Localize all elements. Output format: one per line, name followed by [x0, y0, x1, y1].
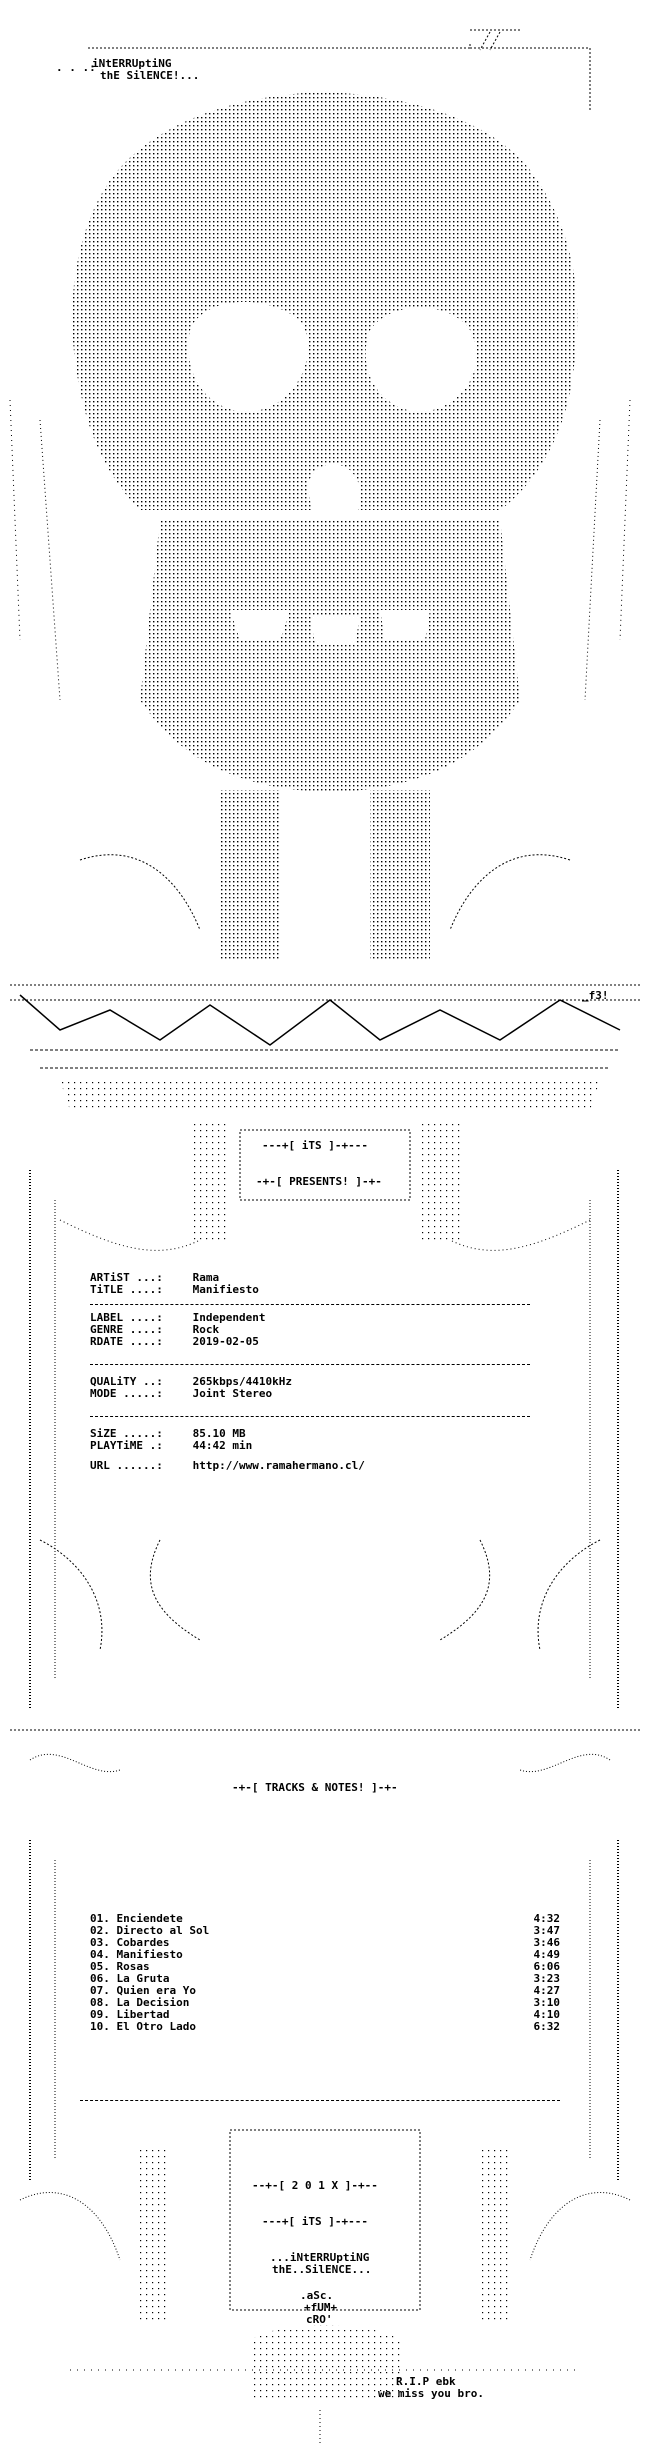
track-number: 09. [90, 2008, 110, 2021]
track-time: 3:46 [533, 1936, 561, 1949]
track-number: 10. [90, 2020, 110, 2033]
track-time: 4:27 [533, 1984, 561, 1997]
track-row: 02. Directo al Sol 3:47 [90, 1925, 560, 1937]
presents-label: -+-[ PRESENTS! ]-+- [256, 1175, 382, 1188]
info-label-value: Independent [192, 1311, 266, 1324]
info-size: SiZE .....: 85.10 MB [90, 1428, 246, 1440]
info-playtime: PLAYTiME .: 44:42 min [90, 1440, 252, 1452]
tracklist: 01. Enciendete 4:32 02. Directo al Sol 3:4… [90, 1913, 560, 2043]
track-number: 07. [90, 1984, 110, 1997]
track-number: 04. [90, 1948, 110, 1961]
track-number: 05. [90, 1960, 110, 1973]
info-artist-value: Rama [192, 1271, 220, 1284]
info-mode: MODE .....: Joint Stereo [90, 1388, 272, 1400]
track-title: Quien era Yo [116, 1984, 196, 1997]
track-title: Manifiesto [116, 1948, 183, 1961]
info-url[interactable]: URL ......: http://www.ramahermano.cl/ [90, 1460, 365, 1472]
track-title: Cobardes [116, 1936, 170, 1949]
info-divider-1 [90, 1304, 530, 1305]
track-row: 04. Manifiesto 4:49 [90, 1949, 560, 1961]
info-divider-3 [90, 1416, 530, 1417]
header-title-line1: iNtERRUptiNG [92, 57, 172, 70]
track-row: 01. Enciendete 4:32 [90, 1913, 560, 1925]
track-title: Enciendete [116, 1912, 183, 1925]
track-row: 07. Quien era Yo 4:27 [90, 1985, 560, 1997]
track-title: Libertad [116, 2008, 170, 2021]
info-rdate-value: 2019-02-05 [192, 1335, 259, 1348]
info-title-key: TiTLE ....: [90, 1283, 163, 1296]
info-playtime-value: 44:42 min [192, 1439, 253, 1452]
track-time: 3:10 [533, 1996, 561, 2009]
info-rdate: RDATE ....: 2019-02-05 [90, 1336, 259, 1348]
track-row: 09. Libertad 4:10 [90, 2009, 560, 2021]
footer-its: ---+[ iTS ]-+--- [262, 2215, 368, 2228]
info-mode-value: Joint Stereo [192, 1387, 273, 1400]
tracks-divider [80, 2100, 560, 2101]
track-title: Directo al Sol [116, 1924, 210, 1937]
footer-cro-tag: cRO' [306, 2313, 333, 2326]
footer-year: --+-[ 2 0 1 X ]-+-- [252, 2179, 378, 2192]
track-number: 06. [90, 1972, 110, 1985]
track-time: 3:23 [533, 1972, 561, 1985]
track-time: 4:32 [533, 1912, 561, 1925]
footer-miss: we miss you bro. [378, 2387, 484, 2400]
track-title: La Gruta [116, 1972, 170, 1985]
info-url-link[interactable]: http://www.ramahermano.cl/ [192, 1459, 365, 1472]
footer-brand-line1: ...iNtERRUptiNG [270, 2251, 370, 2264]
credit-tag: _f3! [582, 989, 609, 1002]
track-time: 6:32 [533, 2020, 561, 2033]
footer-rip: R.I.P ebk [396, 2375, 456, 2388]
info-genre-key: GENRE ....: [90, 1323, 163, 1336]
track-number: 01. [90, 1912, 110, 1925]
footer-fum-tag: +fUM+ [304, 2301, 338, 2314]
track-title: Rosas [116, 1960, 150, 1973]
track-row: 08. La Decision 3:10 [90, 1997, 560, 2009]
track-number: 03. [90, 1936, 110, 1949]
track-row: 06. La Gruta 3:23 [90, 1973, 560, 1985]
track-time: 4:49 [533, 1948, 561, 1961]
header-title-line2: thE SilENCE!... [100, 69, 200, 82]
info-label: LABEL ....: Independent [90, 1312, 265, 1324]
info-artist: ARTiST ...: Rama [90, 1272, 219, 1284]
tracks-header: -+-[ TRACKS & NOTES! ]-+- [232, 1781, 398, 1794]
info-artist-key: ARTiST ...: [90, 1271, 163, 1284]
track-number: 02. [90, 1924, 110, 1937]
info-mode-key: MODE .....: [90, 1387, 163, 1400]
info-rdate-key: RDATE ....: [90, 1335, 163, 1348]
track-row: 05. Rosas 6:06 [90, 1961, 560, 1973]
info-quality-value: 265kbps/4410kHz [192, 1375, 292, 1388]
info-url-key: URL ......: [90, 1459, 163, 1472]
track-time: 3:47 [533, 1924, 561, 1937]
presents-its-label: ---+[ iTS ]-+--- [262, 1139, 368, 1152]
track-time: 6:06 [533, 1960, 561, 1973]
info-playtime-key: PLAYTiME .: [90, 1439, 163, 1452]
info-label-key: LABEL ....: [90, 1311, 163, 1324]
info-title: TiTLE ....: Manifiesto [90, 1284, 259, 1296]
footer-asc-tag: .aSc. [300, 2289, 334, 2302]
footer-brand-line2: thE..SilENCE... [272, 2263, 372, 2276]
info-title-value: Manifiesto [192, 1283, 259, 1296]
info-size-value: 85.10 MB [192, 1427, 246, 1440]
header-leader: . . .: [56, 61, 96, 74]
track-number: 08. [90, 1996, 110, 2009]
track-title: El Otro Lado [116, 2020, 196, 2033]
track-time: 4:10 [533, 2008, 561, 2021]
track-title: La Decision [116, 1996, 190, 2009]
info-genre: GENRE ....: Rock [90, 1324, 219, 1336]
track-row: 03. Cobardes 3:46 [90, 1937, 560, 1949]
info-quality: QUALiTY ..: 265kbps/4410kHz [90, 1376, 292, 1388]
info-divider-2 [90, 1364, 530, 1365]
info-quality-key: QUALiTY ..: [90, 1375, 163, 1388]
info-size-key: SiZE .....: [90, 1427, 163, 1440]
info-genre-value: Rock [192, 1323, 220, 1336]
track-row: 10. El Otro Lado 6:32 [90, 2021, 560, 2033]
